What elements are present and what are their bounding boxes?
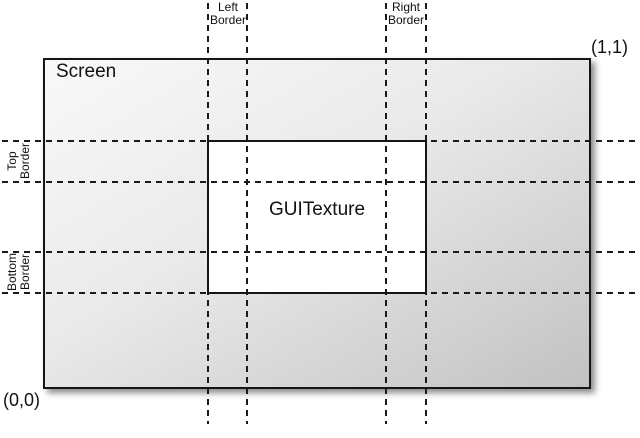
screen-label: Screen [56,61,117,82]
bottom-border-label-line2: Border [18,253,32,291]
left-border-label-line1: Left [217,0,238,14]
guitexture-fill [207,140,427,294]
left-border-label-line2: Border [209,13,247,27]
right-border-label-line2: Border [387,13,425,27]
right-border-line-inner [385,3,387,424]
top-border-label-line2: Border [18,142,32,180]
top-border-label: Top Border [5,139,34,183]
right-border-label-line1: Right [391,0,420,14]
bottom-border-label: Bottom Border [5,250,34,294]
guitexture-rect [207,140,427,294]
origin-coordinate-label: (0,0) [3,390,41,410]
left-border-label: Left Border [189,1,267,27]
top-right-coordinate-label: (1,1) [591,37,629,57]
left-border-line-inner [246,3,248,424]
bottom-border-line-inner [2,251,636,253]
guitexture-label: GUITexture [268,199,366,220]
right-border-label: Right Border [367,1,445,27]
top-border-line-inner [2,181,636,183]
